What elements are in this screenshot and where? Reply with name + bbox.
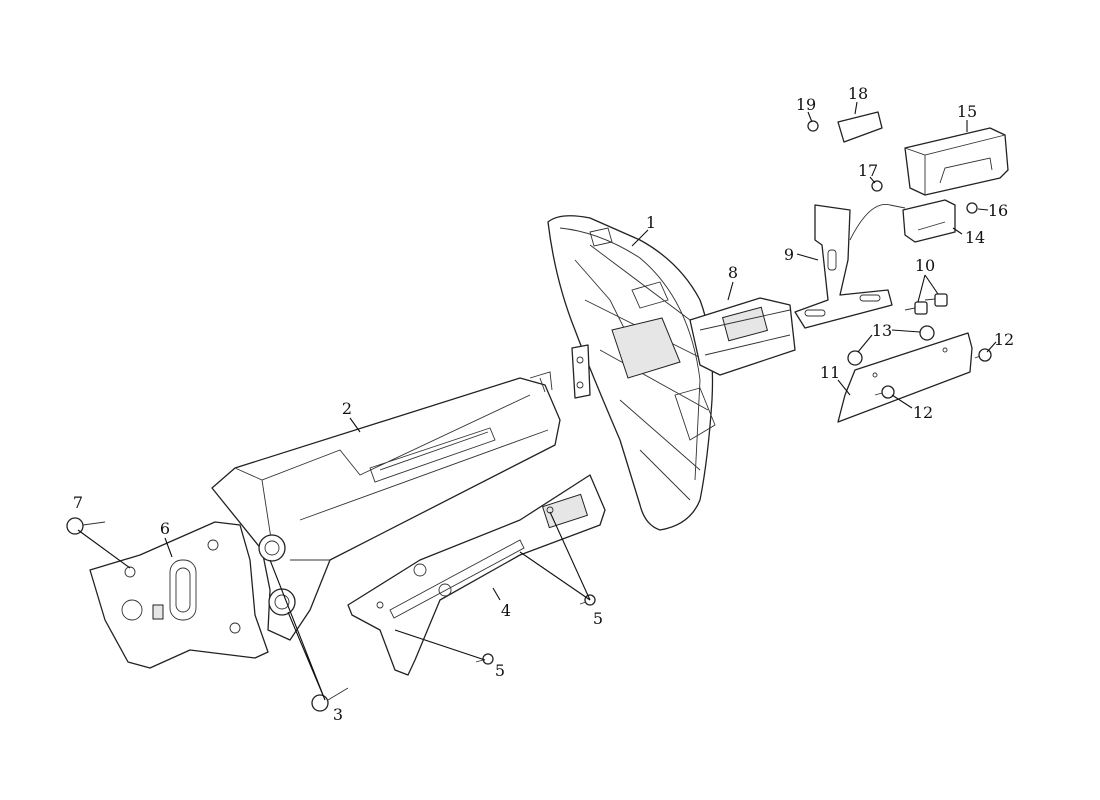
leader-lines — [77, 101, 997, 701]
part-11-license-plate — [837, 332, 973, 423]
callout-8: 8 — [728, 263, 738, 282]
callout-1: 1 — [646, 213, 656, 232]
part-14-plate-light — [902, 199, 956, 243]
callout-16: 16 — [988, 201, 1008, 220]
callout-18: 18 — [848, 84, 868, 103]
callout-9: 9 — [784, 245, 794, 264]
callout-12: 12 — [913, 403, 933, 422]
callout-13: 13 — [872, 321, 892, 340]
part-18-reflector — [837, 111, 883, 143]
callout-5: 5 — [495, 661, 505, 680]
part-10-bolts — [904, 293, 948, 315]
callout-5: 5 — [593, 609, 603, 628]
callout-3: 3 — [333, 705, 343, 724]
callout-4: 4 — [501, 601, 511, 620]
callout-17: 17 — [858, 161, 878, 180]
callout-12: 12 — [994, 330, 1014, 349]
part-6-mounting-plate — [89, 521, 269, 669]
part-1-rear-fender — [547, 215, 716, 531]
part-15-taillight — [904, 127, 1009, 196]
callout-11: 11 — [820, 363, 840, 382]
callout-2: 2 — [342, 399, 352, 418]
callout-19: 19 — [796, 95, 816, 114]
part-9-plate-bracket — [794, 204, 906, 329]
callout-10: 10 — [915, 256, 935, 275]
callout-7: 7 — [73, 493, 83, 512]
callout-15: 15 — [957, 102, 977, 121]
callout-14: 14 — [965, 228, 985, 247]
fasteners — [66, 120, 992, 712]
part-8-light-housing — [689, 297, 796, 376]
callout-6: 6 — [160, 519, 170, 538]
